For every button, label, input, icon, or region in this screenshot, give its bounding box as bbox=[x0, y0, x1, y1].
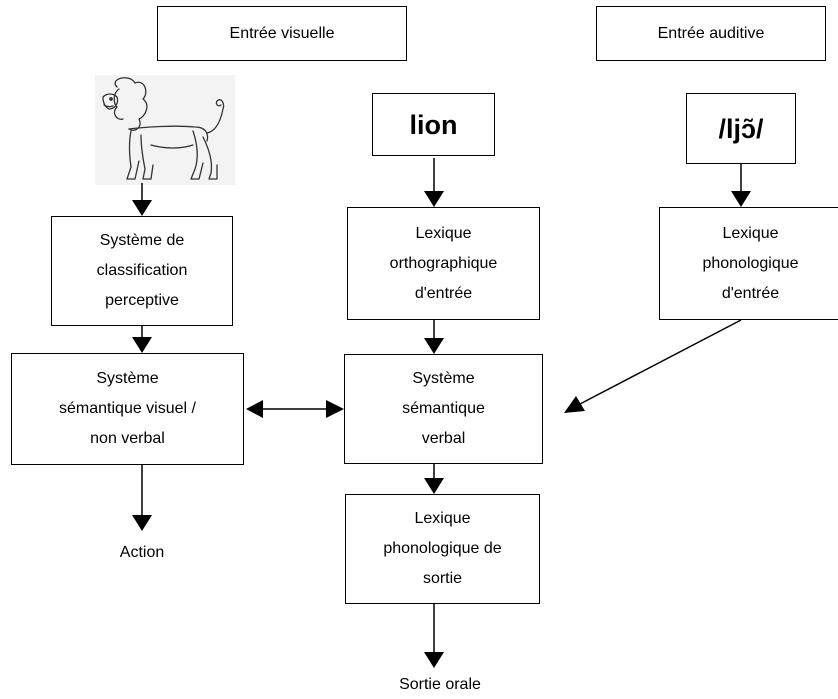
lion-image bbox=[95, 75, 235, 185]
visual-input-label: Entrée visuelle bbox=[229, 24, 335, 42]
visual-semantic-system-label: Système sémantique visuel / non verbal bbox=[59, 370, 196, 447]
phonological-input-lexicon-box: Lexique phonologique d'entrée bbox=[659, 207, 838, 320]
phonological-output-lexicon-box: Lexique phonologique de sortie bbox=[345, 494, 540, 604]
phonetic-word-box: /ljɔ̃/ bbox=[686, 93, 796, 164]
perceptual-classification-box: Système de classification perceptive bbox=[51, 216, 233, 326]
phonological-output-lexicon-label: Lexique phonologique de sortie bbox=[383, 510, 502, 587]
phonological-input-lexicon-label: Lexique phonologique d'entrée bbox=[702, 224, 799, 302]
auditory-input-label: Entrée auditive bbox=[657, 24, 765, 42]
orthographic-input-lexicon-box: Lexique orthographique d'entrée bbox=[347, 207, 540, 320]
auditory-input-box: Entrée auditive bbox=[596, 6, 826, 61]
phonetic-word: /ljɔ̃/ bbox=[718, 113, 764, 144]
oral-output-label: Sortie orale bbox=[399, 676, 481, 693]
orthographic-input-lexicon-label: Lexique orthographique d'entrée bbox=[389, 224, 498, 302]
visual-semantic-system-box: Système sémantique visuel / non verbal bbox=[11, 353, 244, 465]
written-word: lion bbox=[409, 109, 458, 140]
written-word-box: lion bbox=[372, 93, 495, 156]
perceptual-classification-label: Système de classification perceptive bbox=[96, 232, 188, 309]
verbal-semantic-system-box: Système sémantique verbal bbox=[344, 354, 543, 464]
lion-drawing-icon bbox=[102, 77, 225, 180]
action-output-label: Action bbox=[119, 544, 165, 561]
arrow-phono-input-to-verbal-semantic bbox=[579, 319, 742, 405]
verbal-semantic-system-label: Système sémantique verbal bbox=[402, 370, 485, 447]
visual-input-box: Entrée visuelle bbox=[157, 6, 407, 61]
